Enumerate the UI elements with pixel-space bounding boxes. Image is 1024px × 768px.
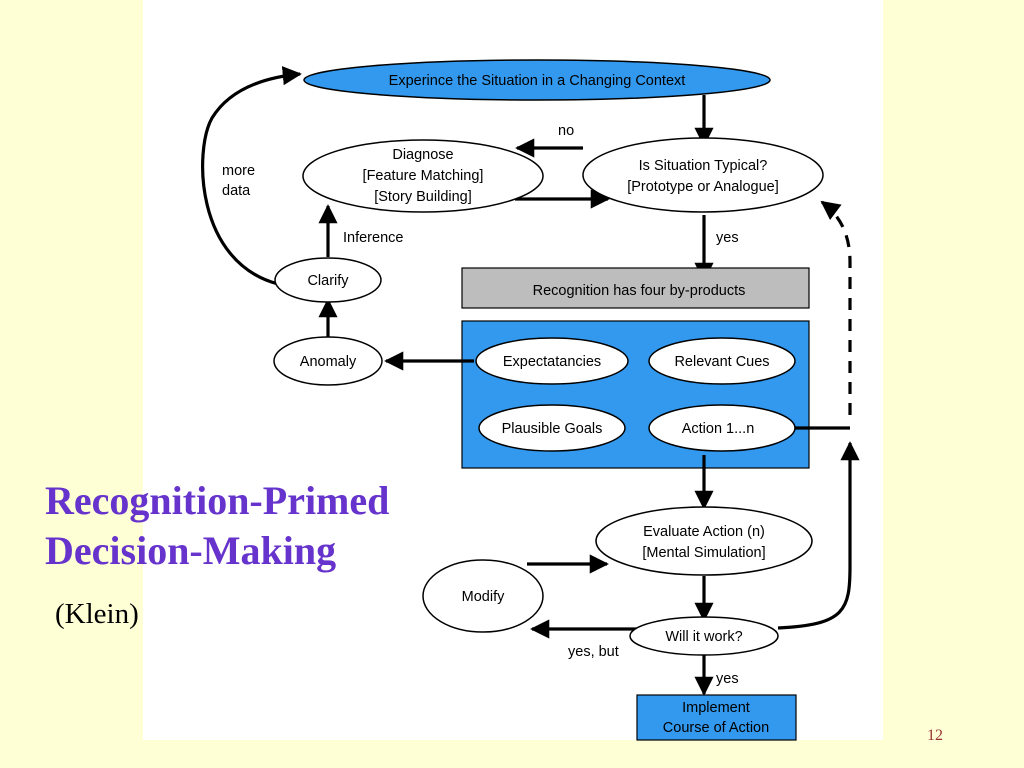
diagnose-label-1: Diagnose (392, 147, 453, 163)
implement-label-2: Course of Action (663, 720, 769, 736)
plausible-goals-node: Plausible Goals (478, 404, 626, 452)
experience-label: Experince the Situation in a Changing Co… (389, 73, 686, 89)
modify-label: Modify (462, 589, 505, 605)
diagnose-label-2: [Feature Matching] (363, 168, 484, 184)
action-node: Action 1...n (648, 404, 796, 452)
edge-label-yes-implement: yes (716, 671, 739, 687)
edge-label-more: more (222, 163, 255, 179)
arrow-clarify-to-experience (201, 66, 302, 286)
anomaly-node: Anomaly (273, 336, 383, 386)
action-label: Action 1...n (682, 421, 755, 437)
slide-title-line-1: Recognition-Primed (45, 478, 390, 523)
slide-title: Recognition-Primed Decision-Making (45, 476, 505, 576)
diagnose-label-3: [Story Building] (374, 189, 472, 205)
slide-title-line-2: Decision-Making (45, 528, 337, 573)
arrow-dashed-to-typical (820, 200, 852, 415)
edge-label-no: no (558, 123, 574, 139)
relevant-cues-label: Relevant Cues (674, 354, 769, 370)
clarify-node: Clarify (274, 257, 382, 303)
anomaly-label: Anomaly (300, 354, 357, 370)
clarify-label: Clarify (307, 273, 349, 289)
relevant-cues-node: Relevant Cues (648, 337, 796, 385)
will-it-work-label: Will it work? (665, 629, 742, 645)
edge-label-yes: yes (716, 230, 739, 246)
edge-label-inference: Inference (343, 230, 403, 246)
evaluate-label-1: Evaluate Action (n) (643, 524, 765, 540)
typical-label-1: Is Situation Typical? (639, 158, 768, 174)
arrow-willitwork-loop (777, 441, 860, 630)
plausible-goals-label: Plausible Goals (502, 421, 603, 437)
evaluate-label-2: [Mental Simulation] (642, 545, 765, 561)
slide-subtitle: (Klein) (55, 598, 139, 630)
situation-typical-node: Is Situation Typical? [Prototype or Anal… (582, 137, 824, 213)
expectancies-node: Expectatancies (475, 337, 629, 385)
expectancies-label: Expectatancies (503, 354, 601, 370)
modify-node: Modify (422, 559, 544, 633)
recognition-box: Recognition has four by-products (461, 267, 810, 309)
implement-label-1: Implement (682, 700, 750, 716)
edge-label-data: data (222, 183, 251, 199)
page-number: 12 (927, 727, 943, 744)
experience-situation-node: Experince the Situation in a Changing Co… (303, 59, 771, 101)
typical-label-2: [Prototype or Analogue] (627, 179, 779, 195)
edge-label-yes-but: yes, but (568, 644, 619, 660)
implement-box: Implement Course of Action (636, 694, 797, 741)
diagnose-node: Diagnose [Feature Matching] [Story Build… (302, 139, 544, 213)
recognition-label: Recognition has four by-products (533, 283, 746, 299)
will-it-work-node: Will it work? (629, 616, 779, 656)
evaluate-action-node: Evaluate Action (n) [Mental Simulation] (595, 506, 813, 576)
